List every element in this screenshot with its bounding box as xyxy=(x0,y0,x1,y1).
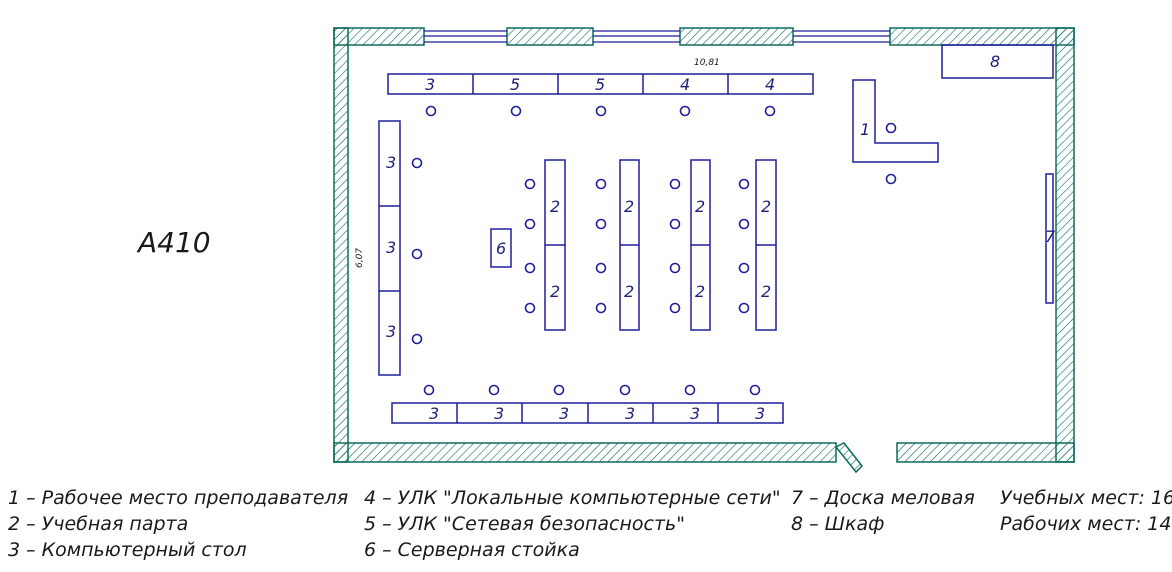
door xyxy=(834,442,863,474)
table-label: 3 xyxy=(755,404,765,423)
table-label: 3 xyxy=(559,404,569,423)
wall-bottom-right xyxy=(896,442,1075,463)
walls xyxy=(333,27,1075,463)
desk-label: 2 xyxy=(624,197,634,216)
desk-label: 2 xyxy=(550,282,560,301)
legend-item: 5 – УЛК "Сетевая безопасность" xyxy=(364,513,685,535)
table-label: 4 xyxy=(765,75,775,94)
table-label: 3 xyxy=(386,238,396,257)
table-label: 5 xyxy=(595,75,605,94)
furniture-labels: 3 5 5 4 4 3 3 3 3 3 3 3 3 3 2 2 2 2 2 2 … xyxy=(386,52,1056,423)
workplace-count: Рабочих мест: 14 xyxy=(1000,513,1171,535)
seat-count: Учебных мест: 16 xyxy=(1000,487,1172,509)
legend-item: 2 – Учебная парта xyxy=(8,513,188,535)
desk-label: 2 xyxy=(624,282,634,301)
legend-item: 3 – Компьютерный стол xyxy=(8,539,247,561)
legend-item: 7 – Доска меловая xyxy=(791,487,975,509)
teacher-desk-label: 1 xyxy=(860,120,870,139)
table-label: 4 xyxy=(680,75,690,94)
chairs xyxy=(411,105,897,396)
chalkboard-label: 7 xyxy=(1045,227,1056,246)
teacher-desk xyxy=(852,79,939,163)
desk-label: 2 xyxy=(695,197,705,216)
legend-item: 1 – Рабочее место преподавателя xyxy=(8,487,348,509)
width-dimension-label: 10,81 xyxy=(694,58,720,68)
server-rack-label: 6 xyxy=(496,239,506,258)
desk-label: 2 xyxy=(761,282,771,301)
wall-bottom-left xyxy=(333,442,837,463)
legend-item: 6 – Серверная стойка xyxy=(364,539,580,561)
table-label: 3 xyxy=(386,322,396,341)
height-dimension-label: 6,07 xyxy=(355,248,365,268)
legend-item: 4 – УЛК "Локальные компьютерные сети" xyxy=(364,487,781,509)
legend-item: 8 – Шкаф xyxy=(791,513,884,535)
table-label: 3 xyxy=(494,404,504,423)
server-rack xyxy=(490,228,512,268)
wall-top-segment xyxy=(679,27,794,46)
table-label: 3 xyxy=(690,404,700,423)
legend: 1 – Рабочее место преподавателя 2 – Учеб… xyxy=(8,487,1172,561)
desk-label: 2 xyxy=(695,282,705,301)
chalkboard xyxy=(1045,173,1054,304)
left-table-column xyxy=(378,120,401,376)
cabinet-label: 8 xyxy=(990,52,1000,71)
desk-label: 2 xyxy=(761,197,771,216)
top-table-row xyxy=(387,73,814,95)
desk-label: 2 xyxy=(550,197,560,216)
table-label: 3 xyxy=(425,75,435,94)
wall-top-segment xyxy=(889,27,1075,46)
room-label: А410 xyxy=(136,226,211,259)
table-label: 3 xyxy=(429,404,439,423)
wall-top-segment xyxy=(506,27,594,46)
table-label: 3 xyxy=(386,153,396,172)
table-label: 3 xyxy=(625,404,635,423)
wall-right xyxy=(1055,27,1075,463)
table-label: 5 xyxy=(510,75,520,94)
cabinet xyxy=(941,44,1054,79)
windows xyxy=(424,30,890,43)
wall-left xyxy=(333,27,349,463)
